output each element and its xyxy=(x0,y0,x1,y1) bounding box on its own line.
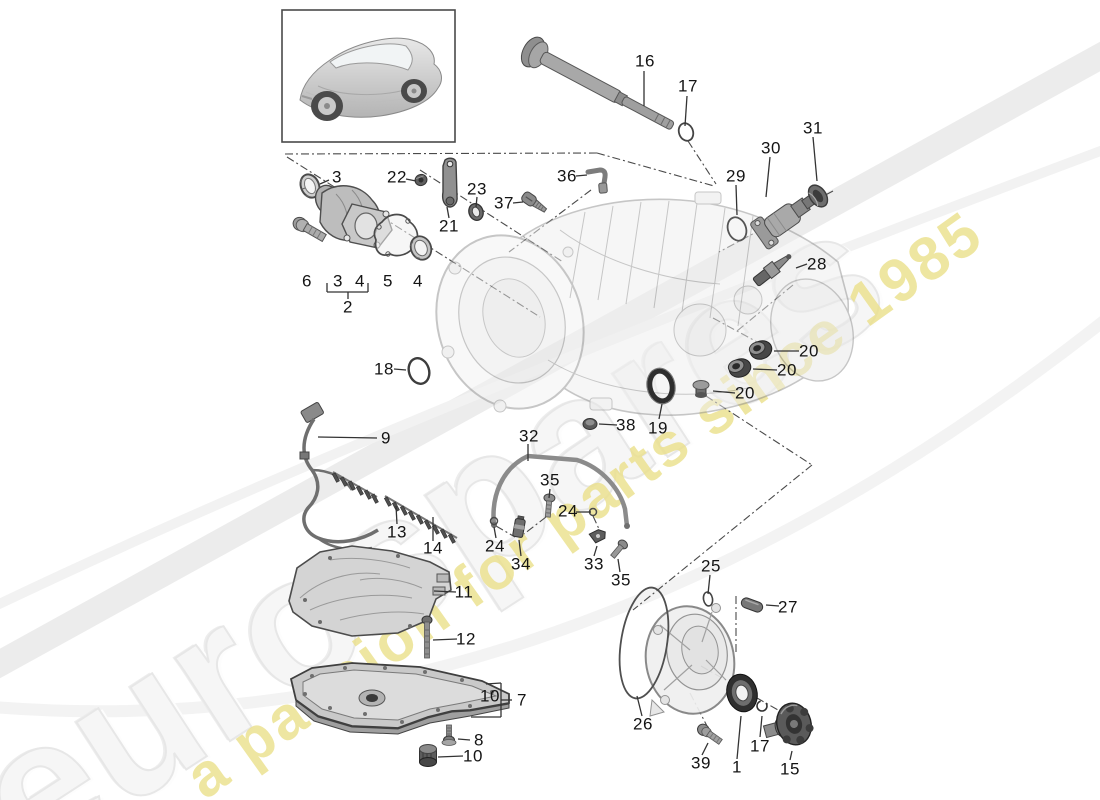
o-ring-26 xyxy=(618,586,670,700)
shaft-seal-1 xyxy=(726,673,758,713)
bolt-35b xyxy=(610,539,628,559)
part-number-label-20c[interactable]: 20 xyxy=(735,383,755,403)
part-number-label-24b[interactable]: 24 xyxy=(485,536,505,556)
part-number-label-35a[interactable]: 35 xyxy=(540,470,560,490)
o-ring-25 xyxy=(702,591,714,607)
part-number-label-3b[interactable]: 3 xyxy=(333,271,343,291)
shaft-seal-19 xyxy=(646,367,676,405)
dowel-pin-27 xyxy=(740,597,764,613)
part-number-label-32[interactable]: 32 xyxy=(519,426,539,446)
part-number-label-9[interactable]: 9 xyxy=(381,428,391,448)
valve-34 xyxy=(512,515,526,538)
part-number-label-25[interactable]: 25 xyxy=(701,556,721,576)
clamp-33 xyxy=(588,529,606,544)
part-number-label-27[interactable]: 27 xyxy=(778,597,798,617)
cap-31 xyxy=(807,184,829,208)
part-number-label-10b[interactable]: 10 xyxy=(463,746,483,766)
part-number-label-20a[interactable]: 20 xyxy=(799,341,819,361)
part-number-label-11[interactable]: 11 xyxy=(454,582,474,602)
pan-bolt-8 xyxy=(441,724,457,746)
bolt-39 xyxy=(697,723,723,745)
part-number-label-12[interactable]: 12 xyxy=(456,629,476,649)
gasket-5 xyxy=(373,213,419,257)
part-number-label-35b[interactable]: 35 xyxy=(611,570,631,590)
part-number-label-37[interactable]: 37 xyxy=(494,193,514,213)
sensor-30 xyxy=(750,194,817,250)
grommet-20b xyxy=(727,358,752,378)
part-number-label-23[interactable]: 23 xyxy=(467,179,487,199)
o-ring-17 xyxy=(677,122,695,142)
part-number-label-39[interactable]: 39 xyxy=(691,753,711,773)
part-number-label-36[interactable]: 36 xyxy=(557,166,577,186)
part-number-label-28[interactable]: 28 xyxy=(807,254,827,274)
connector-comb-13 xyxy=(331,471,379,504)
nut-22 xyxy=(414,173,428,187)
part-number-label-29[interactable]: 29 xyxy=(726,166,746,186)
part-number-label-3a[interactable]: 3 xyxy=(332,167,342,187)
o-ring-18 xyxy=(407,357,431,385)
seal-4 xyxy=(409,235,433,261)
part-number-label-5[interactable]: 5 xyxy=(383,271,393,291)
part-number-label-26[interactable]: 26 xyxy=(633,714,653,734)
part-number-label-17b[interactable]: 17 xyxy=(750,736,770,756)
vehicle-thumbnail xyxy=(281,9,456,143)
drain-plug-10 xyxy=(419,744,437,767)
connector-comb-14 xyxy=(383,495,458,544)
plug-20c xyxy=(692,380,710,398)
part-number-label-21[interactable]: 21 xyxy=(439,216,459,236)
breather-elbow-36 xyxy=(585,167,608,194)
part-number-label-15[interactable]: 15 xyxy=(780,759,800,779)
part-number-label-38[interactable]: 38 xyxy=(616,415,636,435)
bolt-12 xyxy=(421,615,433,659)
grommet-20a xyxy=(748,340,773,360)
part-number-label-31[interactable]: 31 xyxy=(803,118,823,138)
part-number-label-10a[interactable]: 10 xyxy=(480,686,500,706)
part-number-label-13[interactable]: 13 xyxy=(387,522,407,542)
guide-tube-housing-group xyxy=(292,173,433,261)
bolt-6 xyxy=(292,216,327,243)
part-number-label-16[interactable]: 16 xyxy=(635,51,655,71)
drive-shaft xyxy=(520,36,675,130)
part-number-label-2[interactable]: 2 xyxy=(343,297,353,317)
o-ring-29 xyxy=(726,216,748,242)
seal-23 xyxy=(468,203,484,221)
part-number-label-7[interactable]: 7 xyxy=(517,690,527,710)
part-number-label-17[interactable]: 17 xyxy=(678,76,698,96)
leader-lines xyxy=(317,71,818,761)
car-glasshouse xyxy=(329,43,413,71)
part-number-label-19[interactable]: 19 xyxy=(648,418,668,438)
part-number-label-1[interactable]: 1 xyxy=(732,757,742,777)
part-number-label-4a[interactable]: 4 xyxy=(355,271,365,291)
transmission-housing-illustration xyxy=(435,191,854,416)
valve-body-11 xyxy=(288,545,452,637)
circlip-17 xyxy=(756,700,768,712)
wiring-harness-9 xyxy=(299,402,379,551)
seal-3 xyxy=(299,173,321,199)
screw-37 xyxy=(521,191,548,213)
part-number-label-22[interactable]: 22 xyxy=(387,167,407,187)
part-number-label-20b[interactable]: 20 xyxy=(777,360,797,380)
selector-lever-21 xyxy=(441,157,458,208)
sensor-28 xyxy=(752,254,792,287)
seal-ring-24b xyxy=(489,516,499,526)
oil-pan-7 xyxy=(289,662,510,735)
part-number-label-18[interactable]: 18 xyxy=(374,359,394,379)
part-number-label-6[interactable]: 6 xyxy=(302,271,312,291)
part-number-label-24a[interactable]: 24 xyxy=(558,501,578,521)
output-flange-15 xyxy=(762,702,814,746)
part-number-label-14[interactable]: 14 xyxy=(423,538,443,558)
part-number-label-4b[interactable]: 4 xyxy=(413,271,423,291)
part-number-label-34[interactable]: 34 xyxy=(511,554,531,574)
part-number-label-33[interactable]: 33 xyxy=(584,554,604,574)
plug-38 xyxy=(582,418,598,430)
part-number-label-8[interactable]: 8 xyxy=(474,730,484,750)
part-number-label-30[interactable]: 30 xyxy=(761,138,781,158)
